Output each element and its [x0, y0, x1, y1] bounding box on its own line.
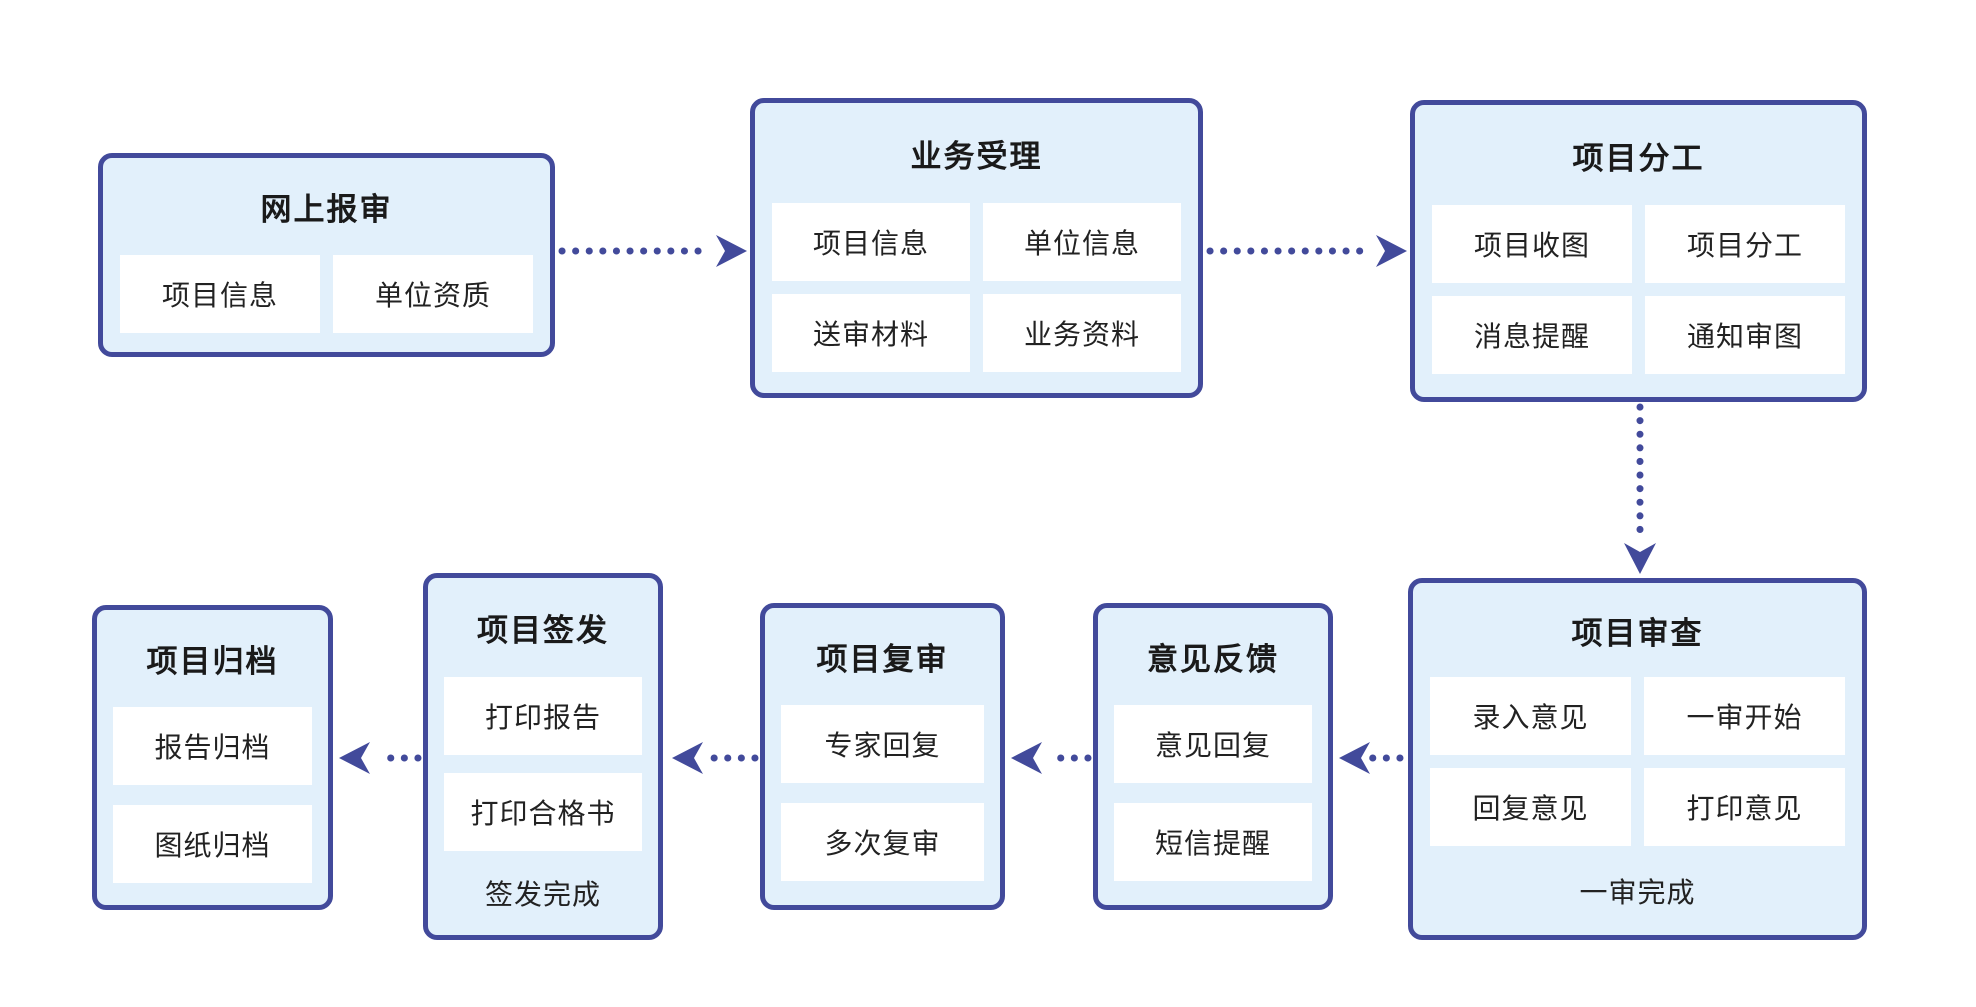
node-title: 项目审查 — [1571, 615, 1704, 651]
node-item: 送审材料 — [772, 294, 970, 372]
node-items: 项目收图 项目分工 消息提醒 通知审图 — [1415, 205, 1862, 374]
node-title: 项目签发 — [477, 613, 609, 648]
node-items: 意见回复 短信提醒 — [1098, 705, 1328, 881]
node-title: 业务受理 — [910, 138, 1043, 174]
node-item: 短信提醒 — [1114, 803, 1312, 881]
node-item: 项目收图 — [1432, 205, 1632, 283]
node-item: 消息提醒 — [1432, 296, 1632, 374]
node-item: 图纸归档 — [113, 805, 312, 883]
node-item: 项目信息 — [772, 203, 970, 281]
node-items: 录入意见 一审开始 回复意见 打印意见 — [1413, 677, 1862, 846]
node-item: 一审开始 — [1644, 677, 1845, 755]
node-feedback: 意见反馈 意见回复 短信提醒 — [1093, 603, 1333, 910]
node-project-recheck: 项目复审 专家回复 多次复审 — [760, 603, 1005, 910]
node-item: 专家回复 — [781, 705, 984, 783]
arrowhead-left-icon — [1339, 742, 1370, 774]
node-project-review: 项目审查 录入意见 一审开始 回复意见 打印意见 一审完成 — [1408, 578, 1867, 940]
arrowhead-left-icon — [672, 742, 703, 774]
arrowhead-left-icon — [339, 742, 370, 774]
node-item: 回复意见 — [1430, 768, 1631, 846]
node-footer-text: 签发完成 — [484, 879, 601, 910]
node-item: 业务资料 — [983, 294, 1181, 372]
node-item: 项目分工 — [1645, 205, 1845, 283]
node-item: 意见回复 — [1114, 705, 1312, 783]
node-items: 报告归档 图纸归档 — [97, 707, 328, 883]
node-item: 单位信息 — [983, 203, 1181, 281]
node-item: 报告归档 — [113, 707, 312, 785]
node-project-archive: 项目归档 报告归档 图纸归档 — [92, 605, 333, 910]
arrowhead-right-icon — [1376, 235, 1407, 267]
node-item: 单位资质 — [333, 255, 533, 333]
node-title: 意见反馈 — [1147, 642, 1279, 677]
node-business-acceptance: 业务受理 项目信息 单位信息 送审材料 业务资料 — [750, 98, 1203, 398]
node-items: 项目信息 单位资质 — [103, 255, 550, 333]
node-footer-text: 一审完成 — [1579, 876, 1696, 908]
node-item: 录入意见 — [1430, 677, 1631, 755]
node-title: 项目分工 — [1572, 140, 1705, 176]
node-item: 打印报告 — [444, 677, 642, 755]
node-title: 网上报审 — [260, 192, 393, 227]
node-item: 通知审图 — [1645, 296, 1845, 374]
node-project-division: 项目分工 项目收图 项目分工 消息提醒 通知审图 — [1410, 100, 1867, 402]
node-item: 多次复审 — [781, 803, 984, 881]
node-project-issuance: 项目签发 打印报告 打印合格书 签发完成 — [423, 573, 663, 940]
arrowhead-left-icon — [1011, 742, 1042, 774]
node-items: 打印报告 打印合格书 — [428, 677, 658, 851]
node-online-submission: 网上报审 项目信息 单位资质 — [98, 153, 555, 357]
node-item: 项目信息 — [120, 255, 320, 333]
arrowhead-right-icon — [716, 235, 747, 267]
node-title: 项目归档 — [146, 644, 279, 679]
node-item: 打印意见 — [1644, 768, 1845, 846]
node-items: 项目信息 单位信息 送审材料 业务资料 — [755, 203, 1198, 372]
node-item: 打印合格书 — [444, 773, 642, 851]
node-title: 项目复审 — [816, 642, 949, 677]
arrowhead-down-icon — [1624, 543, 1656, 574]
node-items: 专家回复 多次复审 — [765, 705, 1000, 881]
